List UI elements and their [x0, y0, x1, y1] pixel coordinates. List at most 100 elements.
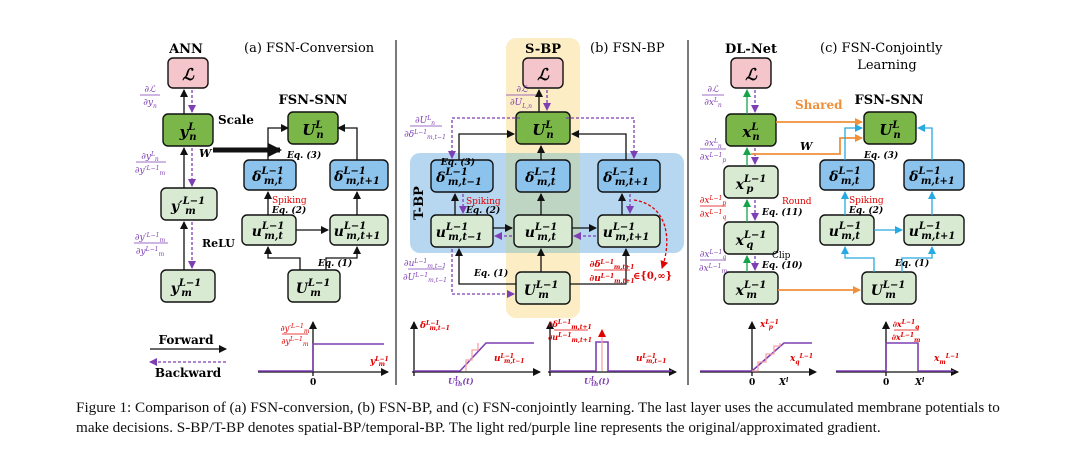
svg-text:ULn: ULn	[879, 120, 900, 141]
x-q-node	[723, 221, 779, 255]
y-prime-m-node	[160, 187, 218, 221]
eq1-b: Eq. (1)	[473, 268, 508, 279]
U-m-node-c	[861, 271, 917, 305]
fsn-snn-header-a: FSN-SNN	[278, 93, 347, 108]
svg-text:∂xLn: ∂xLn	[704, 138, 722, 150]
fsn-snn-header-c: FSN-SNN	[854, 93, 923, 108]
svg-text:yL−1m: yL−1m	[369, 356, 389, 368]
delta-mt1-node-a	[329, 159, 389, 191]
U-m-node-b	[515, 271, 571, 305]
svg-text:∂y′L−1m: ∂y′L−1m	[135, 165, 166, 177]
ann-header: ANN	[168, 42, 203, 57]
svg-text:uL−1m,t: uL−1m,t	[525, 222, 558, 243]
svg-text:∂yn: ∂yn	[143, 98, 157, 110]
svg-text:Xl: Xl	[778, 377, 789, 388]
svg-text:∂xL−1q: ∂xL−1q	[700, 249, 727, 261]
U-m-node-a	[287, 269, 341, 303]
svg-text:∂ℒ: ∂ℒ	[144, 85, 156, 95]
svg-text:xLn: xLn	[741, 122, 759, 143]
delta-mt-node-b	[515, 159, 571, 193]
delta-mt1-node-c	[903, 159, 965, 191]
svg-text:δL−1m,t: δL−1m,t	[251, 166, 284, 187]
svg-text:∂uL−1m,t−1: ∂uL−1m,t−1	[404, 258, 446, 270]
panel-a-title: (a) FSN-Conversion	[244, 41, 375, 56]
loss-node-b	[522, 57, 564, 89]
delta-mt1-node-b	[597, 159, 661, 193]
spiking-b: Spiking	[466, 197, 501, 207]
eq3-a: Eq. (3)	[286, 150, 321, 161]
svg-text:∂xLn: ∂xLn	[704, 97, 722, 109]
w-label-c: W	[800, 140, 814, 153]
svg-text:δL−1m,t: δL−1m,t	[828, 166, 861, 187]
svg-text:∂δL−1m,t+1: ∂δL−1m,t+1	[548, 319, 591, 331]
x-n-L-node	[725, 113, 777, 147]
svg-text:δL−1m,t−1: δL−1m,t−1	[419, 320, 450, 332]
tbp-label: T-BP	[412, 186, 427, 220]
svg-text:0: 0	[883, 378, 889, 388]
spiking-c: Spiking	[849, 196, 884, 206]
svg-text:∂xL−1m: ∂xL−1m	[892, 332, 921, 344]
svg-text:∂xL−1p: ∂xL−1p	[700, 152, 727, 164]
delta-mt-1-node-b	[430, 159, 494, 193]
eq2-c: Eq. (2)	[848, 205, 883, 216]
svg-text:ULn: ULn	[532, 120, 553, 141]
svg-text:uL−1m,t: uL−1m,t	[829, 221, 862, 242]
round-label: Round	[782, 197, 812, 207]
y-m-node	[160, 269, 216, 303]
svg-text:∂y′L−1m: ∂y′L−1m	[280, 323, 309, 335]
svg-text:Xl: Xl	[914, 377, 925, 388]
svg-text:δL−1m,t: δL−1m,t	[524, 167, 557, 188]
svg-text:∂δL−1m,t+1: ∂δL−1m,t+1	[590, 259, 635, 271]
eq2-a: Eq. (2)	[271, 205, 306, 216]
svg-text:xmL−1: xmL−1	[933, 353, 959, 366]
x-p-node	[723, 165, 779, 199]
svg-text:∂y′L−1m: ∂y′L−1m	[135, 232, 166, 244]
svg-text:∂xL−1m: ∂xL−1m	[699, 263, 728, 275]
svg-text:∂UL−1m,t−1: ∂UL−1m,t−1	[403, 272, 447, 284]
w-label-a: W	[199, 147, 213, 160]
svg-text:yLn: yLn	[178, 122, 196, 143]
svg-text:ℒ: ℒ	[182, 65, 195, 84]
svg-text:ULn: ULn	[302, 120, 323, 141]
scale-label: Scale	[218, 113, 254, 127]
svg-text:ℒ: ℒ	[537, 65, 550, 84]
svg-text:∂δL−1m,t−1: ∂δL−1m,t−1	[404, 129, 446, 141]
svg-text:∂yL−1m: ∂yL−1m	[281, 336, 309, 348]
x-m-node	[723, 271, 779, 305]
svg-text:uL−1m,t−1: uL−1m,t−1	[494, 353, 524, 365]
delta-mt-node-c	[819, 159, 875, 191]
eq2-b: Eq. (2)	[465, 205, 500, 216]
svg-text:uL−1m,t−1: uL−1m,t−1	[636, 353, 666, 365]
loss-node-a	[167, 57, 209, 89]
relu-label: ReLU	[202, 237, 235, 250]
figure-caption: Figure 1: Comparison of (a) FSN-conversi…	[76, 399, 1000, 436]
svg-text:xqL−1: xqL−1	[789, 353, 813, 366]
svg-text:ℒ: ℒ	[745, 65, 758, 84]
panel-c-title-line2: Learning	[857, 58, 917, 73]
legend-backward: Backward	[155, 366, 222, 380]
svg-text:∂xL−1p: ∂xL−1p	[700, 195, 727, 207]
svg-text:∂uL−1m,t+1: ∂uL−1m,t+1	[548, 332, 592, 344]
svg-text:xL−1p: xL−1p	[759, 319, 779, 331]
clip-gradient-plot: 0 Xl ∂xL−1q ∂xL−1m xmL−1	[836, 319, 959, 388]
delta-mt-node-a	[243, 159, 297, 191]
svg-text:0: 0	[749, 378, 755, 388]
svg-text:∂xL−1q: ∂xL−1q	[700, 209, 727, 221]
set-expression: ∈{0,∞}	[633, 271, 672, 282]
eq3-c: Eq. (3)	[863, 150, 898, 161]
eq1-a: Eq. (1)	[317, 258, 352, 269]
u-mt1-node-a	[329, 214, 389, 246]
svg-text:∂ULn: ∂ULn	[415, 115, 435, 127]
panel-b-title: (b) FSN-BP	[590, 41, 665, 56]
svg-text:0: 0	[310, 378, 316, 388]
eq11: Eq. (11)	[761, 207, 802, 218]
eq10: Eq. (10)	[761, 260, 802, 271]
